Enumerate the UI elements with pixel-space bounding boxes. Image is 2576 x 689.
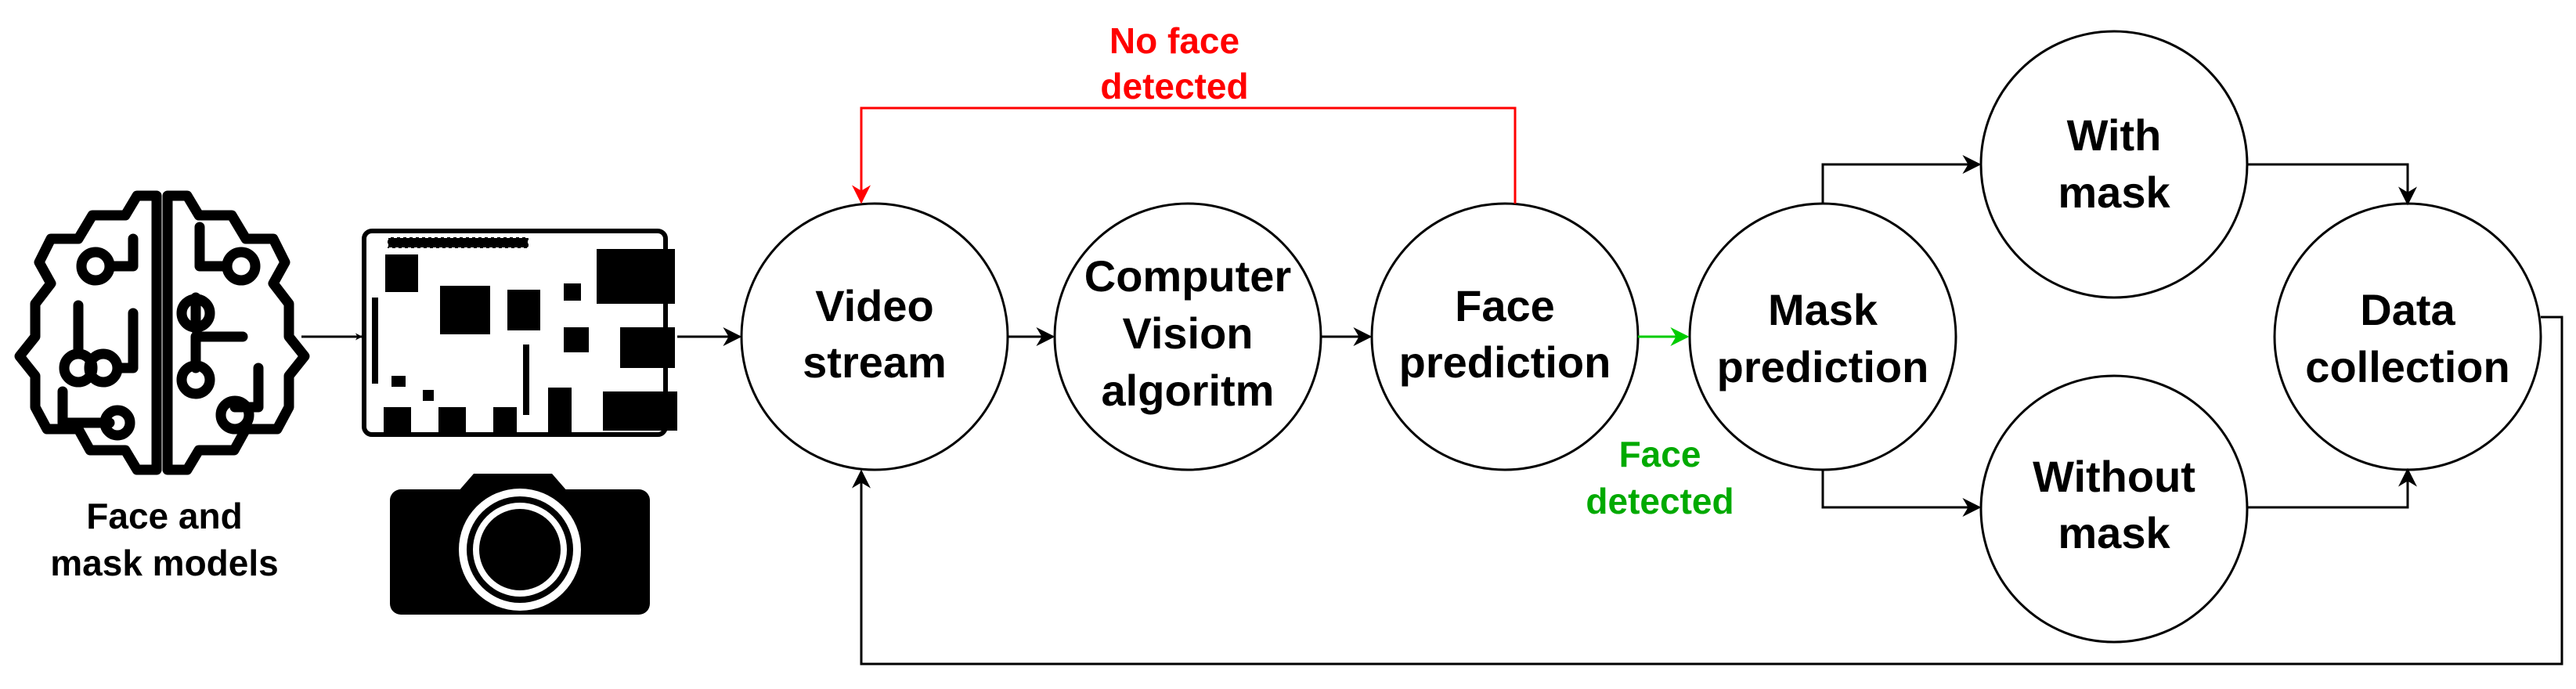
models-caption-line-2: mask models	[50, 543, 278, 583]
circuit-board-icon	[362, 229, 677, 437]
no-face-label-line-2: detected	[1100, 66, 1248, 106]
node-without-mask: Without mask	[1979, 374, 2249, 644]
data-collection-line-2: collection	[2305, 342, 2509, 391]
mask-prediction-line-2: prediction	[1717, 342, 1929, 391]
data-collection-line-1: Data	[2360, 285, 2455, 334]
computer-vision-line-1: Computer	[1084, 251, 1291, 301]
without-mask-line-2: mask	[2058, 508, 2170, 557]
arrow-with-mask-to-data	[2247, 163, 2417, 206]
with-mask-line-1: With	[2067, 110, 2162, 160]
node-data-collection: Data collection	[2273, 202, 2542, 471]
arrow-without-mask-to-data	[2247, 467, 2417, 509]
with-mask-line-2: mask	[2058, 168, 2170, 217]
face-prediction-line-1: Face	[1455, 281, 1555, 330]
computer-vision-line-2: Vision	[1122, 308, 1253, 358]
face-prediction-line-2: prediction	[1399, 337, 1611, 387]
arrow-mask-to-with-mask	[1821, 155, 1982, 204]
brain-icon	[14, 190, 310, 475]
without-mask-line-1: Without	[2033, 452, 2195, 501]
node-with-mask: With mask	[1979, 30, 2249, 299]
no-face-label-line-1: No face	[1109, 20, 1239, 61]
face-detected-label-line-2: detected	[1586, 481, 1734, 521]
arrow-data-to-video	[852, 316, 2563, 666]
face-detected-label-line-1: Face	[1619, 434, 1701, 474]
arrow-no-face-detected	[852, 106, 1517, 204]
models-caption-line-1: Face and	[86, 496, 242, 536]
node-mask-prediction: Mask prediction	[1688, 202, 1957, 471]
camera-icon	[390, 474, 650, 615]
mask-prediction-line-1: Mask	[1768, 285, 1878, 334]
arrow-mask-to-without-mask	[1821, 470, 1982, 517]
node-video-stream: Video stream	[740, 202, 1009, 471]
computer-vision-line-3: algoritm	[1102, 366, 1275, 415]
node-computer-vision: Computer Vision algoritm	[1053, 202, 1322, 471]
video-stream-line-1: Video	[815, 281, 933, 330]
node-face-prediction: Face prediction	[1370, 202, 1640, 471]
video-stream-line-2: stream	[803, 337, 947, 387]
